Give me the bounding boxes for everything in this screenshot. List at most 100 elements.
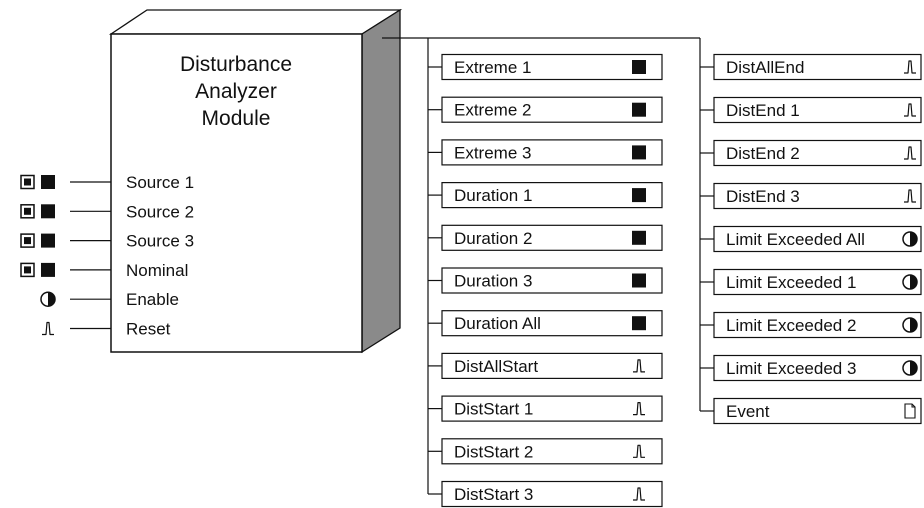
output-box bbox=[441, 224, 663, 251]
output-duration-3: Duration 3 bbox=[428, 267, 663, 294]
output-duration-all: Duration All bbox=[428, 310, 663, 337]
input-label: Source 2 bbox=[126, 202, 194, 221]
output-extreme-1: Extreme 1 bbox=[428, 53, 663, 81]
pulse-icon bbox=[633, 444, 645, 458]
boolean-half-circle-icon bbox=[902, 317, 918, 333]
numeric-register-icon bbox=[20, 174, 55, 190]
module-title-line-3: Module bbox=[202, 107, 271, 130]
numeric-register-icon bbox=[20, 233, 55, 248]
boolean-half-circle-icon bbox=[902, 231, 918, 247]
pulse-icon bbox=[904, 103, 916, 117]
output-event: Event bbox=[700, 397, 922, 425]
output-duration-1: Duration 1 bbox=[428, 182, 663, 209]
output-label: Extreme 3 bbox=[454, 143, 531, 162]
output-label: DistStart 3 bbox=[454, 485, 533, 504]
output-box bbox=[441, 96, 663, 123]
output-box bbox=[713, 268, 922, 296]
output-box bbox=[713, 182, 922, 210]
module-title-line-2: Analyzer bbox=[195, 80, 277, 103]
pulse-icon bbox=[904, 189, 916, 203]
output-diststart-2: DistStart 2 bbox=[428, 438, 663, 465]
input-enable: Enable bbox=[40, 290, 179, 309]
output-label: DistEnd 1 bbox=[726, 101, 800, 120]
numeric-square-icon bbox=[632, 273, 646, 288]
output-box bbox=[441, 352, 663, 379]
output-box bbox=[441, 480, 663, 508]
pulse-icon bbox=[633, 402, 645, 416]
pulse-icon bbox=[633, 487, 645, 501]
outputs-column-1: Extreme 1 Extreme 2 Extreme 3 Duration 1 Dur… bbox=[428, 53, 663, 508]
output-bus bbox=[382, 37, 701, 494]
numeric-square-icon bbox=[632, 188, 646, 203]
module-front-face bbox=[110, 33, 363, 353]
output-duration-2: Duration 2 bbox=[428, 224, 663, 251]
output-label: DistStart 1 bbox=[454, 400, 533, 419]
output-label: Limit Exceeded 2 bbox=[726, 316, 856, 335]
numeric-square-icon bbox=[632, 60, 646, 74]
output-diststart-3: DistStart 3 bbox=[428, 480, 663, 508]
output-box bbox=[713, 53, 922, 81]
output-diststart-1: DistStart 1 bbox=[428, 395, 663, 422]
output-label: Duration All bbox=[454, 314, 541, 333]
boolean-half-circle-icon bbox=[902, 274, 918, 290]
output-extreme-2: Extreme 2 bbox=[428, 96, 663, 123]
output-label: Event bbox=[726, 402, 770, 421]
output-limit-exceeded-2: Limit Exceeded 2 bbox=[700, 311, 922, 339]
input-source-2: Source 2 bbox=[20, 202, 194, 221]
output-label: DistEnd 3 bbox=[726, 187, 800, 206]
output-label: Duration 3 bbox=[454, 272, 532, 291]
inputs-group: Source 1 Source 2 Source 3 NominalEnableRes… bbox=[20, 173, 194, 339]
pulse-icon bbox=[42, 321, 54, 336]
input-source-3: Source 3 bbox=[20, 232, 194, 251]
numeric-square-icon bbox=[632, 145, 646, 160]
output-label: DistAllStart bbox=[454, 357, 538, 376]
input-label: Reset bbox=[126, 320, 171, 339]
output-label: Duration 2 bbox=[454, 229, 532, 248]
output-label: Limit Exceeded 3 bbox=[726, 359, 856, 378]
output-box bbox=[713, 354, 922, 382]
output-distallend: DistAllEnd bbox=[700, 53, 922, 81]
output-distallstart: DistAllStart bbox=[428, 352, 663, 379]
input-label: Source 1 bbox=[126, 173, 194, 192]
module-side-face bbox=[361, 8, 401, 354]
output-box bbox=[441, 395, 663, 422]
input-reset: Reset bbox=[42, 320, 171, 339]
output-label: Extreme 1 bbox=[454, 58, 531, 77]
output-label: DistAllEnd bbox=[726, 58, 804, 77]
output-label: DistStart 2 bbox=[454, 442, 533, 461]
module-title-line-1: Disturbance bbox=[180, 53, 292, 76]
output-distend-1: DistEnd 1 bbox=[700, 96, 922, 124]
output-box bbox=[441, 438, 663, 465]
output-box bbox=[441, 139, 663, 166]
output-box bbox=[713, 311, 922, 339]
module-top-face bbox=[108, 9, 403, 35]
boolean-half-circle-icon bbox=[40, 291, 56, 307]
output-box bbox=[713, 139, 922, 167]
output-limit-exceeded-3: Limit Exceeded 3 bbox=[700, 354, 922, 382]
module-block: Disturbance Analyzer Module bbox=[108, 8, 403, 354]
output-label: DistEnd 2 bbox=[726, 144, 800, 163]
numeric-square-icon bbox=[632, 102, 646, 117]
pulse-icon bbox=[633, 359, 645, 373]
output-box bbox=[441, 182, 663, 209]
input-label: Source 3 bbox=[126, 232, 194, 251]
input-nominal: Nominal bbox=[20, 261, 188, 280]
pulse-icon bbox=[904, 60, 916, 74]
output-extreme-3: Extreme 3 bbox=[428, 139, 663, 166]
numeric-register-icon bbox=[20, 262, 55, 278]
output-label: Extreme 2 bbox=[454, 101, 531, 120]
output-box bbox=[441, 310, 663, 337]
input-source-1: Source 1 bbox=[20, 173, 194, 192]
output-box bbox=[441, 267, 663, 294]
numeric-square-icon bbox=[632, 316, 646, 331]
event-log-icon bbox=[904, 403, 916, 419]
output-limit-exceeded-all: Limit Exceeded All bbox=[700, 225, 922, 253]
output-distend-3: DistEnd 3 bbox=[700, 182, 922, 210]
input-label: Enable bbox=[126, 290, 179, 309]
output-label: Limit Exceeded All bbox=[726, 230, 865, 249]
output-box bbox=[713, 96, 922, 124]
input-label: Nominal bbox=[126, 261, 188, 280]
output-distend-2: DistEnd 2 bbox=[700, 139, 922, 167]
